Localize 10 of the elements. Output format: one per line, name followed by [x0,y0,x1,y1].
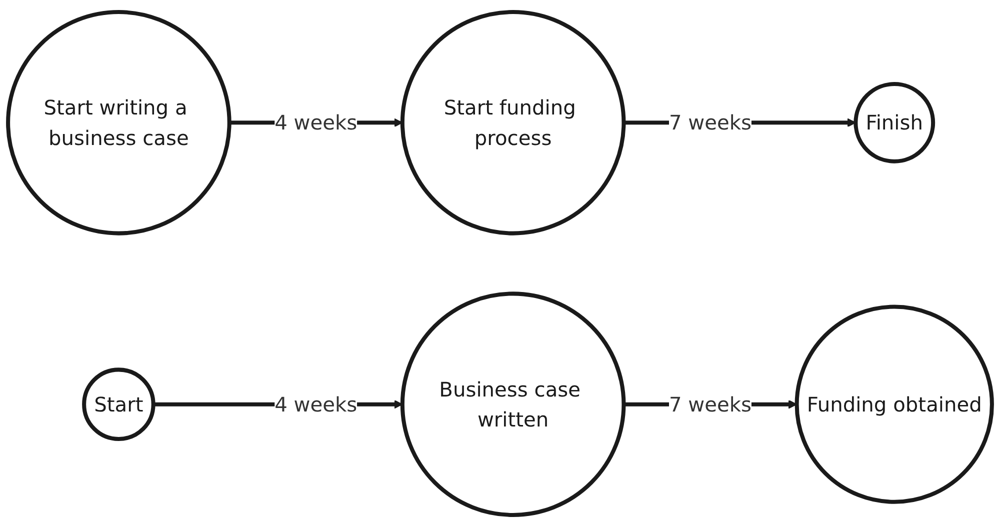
node-circle: Start [82,368,156,441]
edge-label: 4 weeks [274,110,358,135]
node-circle: Start writing a business case [6,10,232,236]
node-circle: Funding obtained [794,304,994,504]
node-circle: Start funding process [400,10,626,236]
edge-label: 7 weeks [668,392,752,416]
node-circle: Finish [854,82,936,164]
node-circle: Business case written [400,292,626,517]
edge-label: 4 weeks [274,392,358,416]
edge-label: 7 weeks [668,110,752,135]
